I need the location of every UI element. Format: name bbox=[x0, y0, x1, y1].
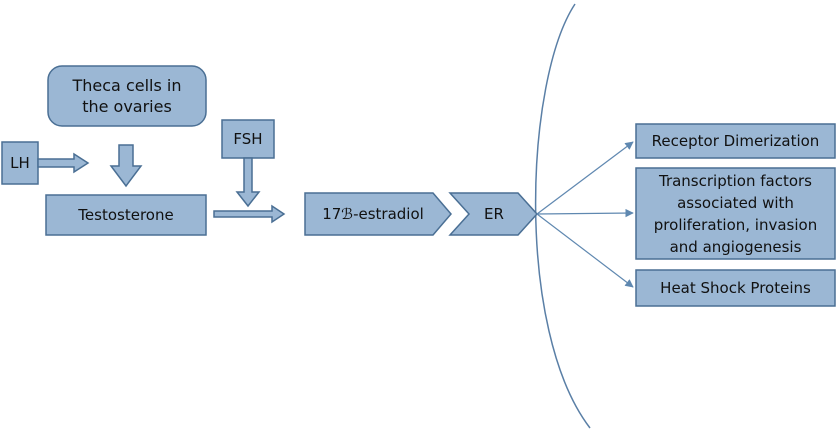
cell-membrane-arc bbox=[534, 3, 591, 429]
lh-box bbox=[1, 141, 39, 185]
testosterone-label: Testosterone bbox=[78, 205, 174, 224]
receptor-dimerization-box bbox=[635, 123, 836, 159]
transcription-factors-box bbox=[635, 167, 836, 260]
connector-to-heat-shock-proteins bbox=[536, 213, 634, 288]
connector-to-transcription-factors bbox=[536, 208, 634, 218]
lh-right-arrow bbox=[37, 152, 90, 174]
testosterone-box bbox=[45, 194, 207, 236]
theca-cells-box bbox=[47, 65, 207, 127]
estradiol-label: 17ℬ-estradiol bbox=[322, 204, 424, 223]
fsh-label: FSH bbox=[233, 129, 263, 148]
heat-shock-proteins-label: Heat Shock Proteins bbox=[660, 278, 811, 297]
lh-label: LH bbox=[10, 153, 30, 172]
transcription-factors-label: Transcription factors associated with pr… bbox=[653, 171, 818, 256]
er-shape bbox=[448, 192, 539, 236]
testosterone-right-arrow bbox=[213, 204, 286, 224]
estradiol-shape bbox=[304, 192, 452, 236]
receptor-dimerization-label: Receptor Dimerization bbox=[651, 131, 820, 150]
fsh-down-arrow bbox=[235, 157, 261, 208]
er-label: ER bbox=[484, 204, 504, 223]
theca-down-arrow bbox=[109, 144, 143, 188]
heat-shock-proteins-box bbox=[635, 269, 836, 307]
connector-to-receptor-dimerization bbox=[536, 141, 634, 215]
theca-cells-label: Theca cells in the ovaries bbox=[72, 76, 182, 116]
